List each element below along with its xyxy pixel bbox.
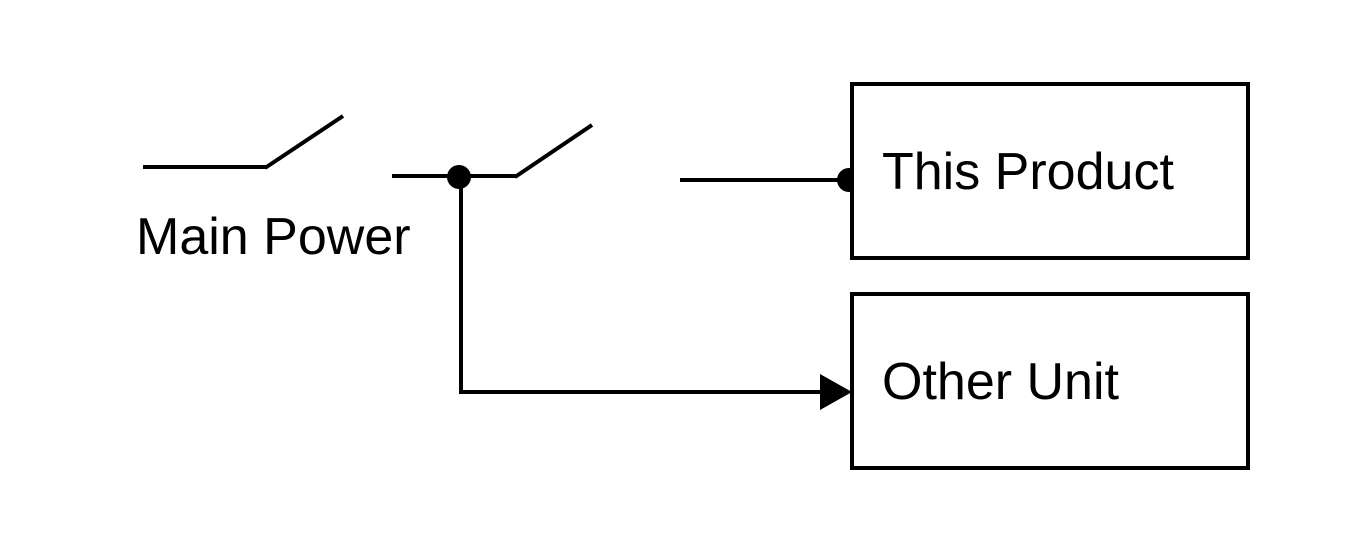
other-unit-box: [850, 292, 1250, 470]
this-product-box: [850, 82, 1250, 260]
product-switch: [392, 123, 594, 179]
other-unit-arrowhead-icon: [820, 374, 852, 410]
other-unit-branch-wire: [459, 177, 822, 394]
this-product-label: This Product: [882, 143, 1174, 201]
this-product-block: This Product: [850, 82, 1250, 260]
main-power-label: Main Power: [136, 208, 411, 266]
other-unit-block: Other Unit: [850, 292, 1250, 470]
other-unit-label: Other Unit: [882, 353, 1120, 411]
main-power-switch: [143, 114, 345, 170]
main-power-switch-blade: [263, 114, 345, 170]
product-switch-blade: [513, 123, 594, 179]
